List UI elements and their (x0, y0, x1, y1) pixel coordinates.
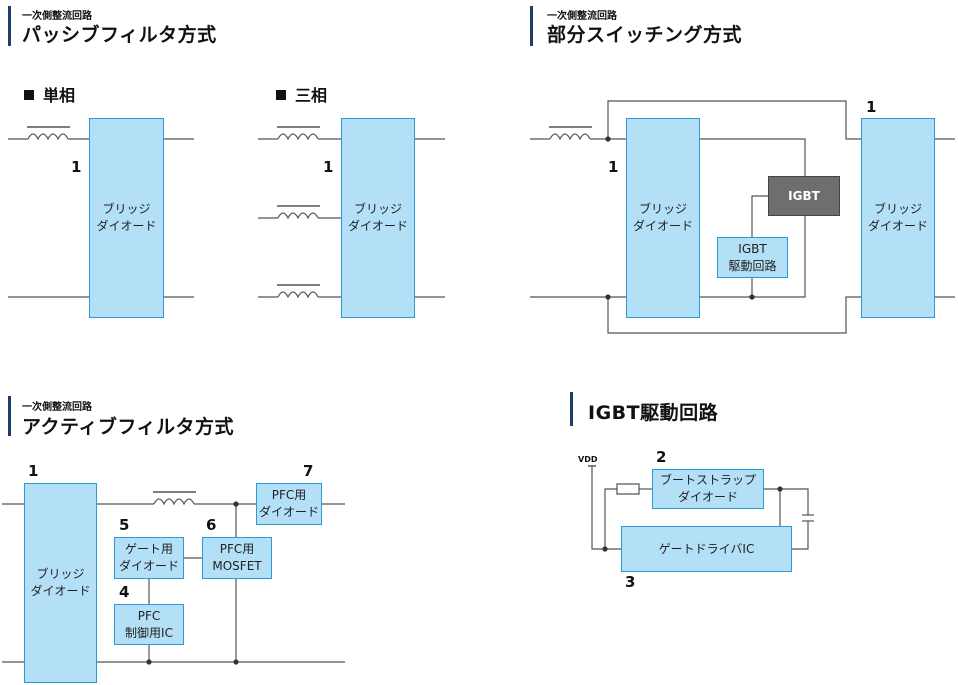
pfc-mosfet-block: PFC用 MOSFET (202, 537, 272, 579)
igbt-block: IGBT (768, 176, 840, 216)
section-title-passive: パッシブフィルタ方式 (22, 24, 217, 46)
section-accent-bar (570, 392, 573, 426)
callout-number-1: 1 (71, 158, 82, 176)
callout-number-1: 1 (28, 462, 39, 480)
pfc-control-ic-block: PFC 制御用IC (114, 604, 184, 645)
callout-number-5: 5 (119, 516, 130, 534)
three-phase-heading: 三相 (276, 82, 327, 106)
section-title-active: アクティブフィルタ方式 (22, 416, 235, 438)
bridge-diode-block: ブリッジ ダイオード (861, 118, 935, 318)
section-subtitle: 一次側整流回路 (22, 402, 92, 413)
callout-number-1: 1 (866, 98, 877, 116)
bridge-diode-block: ブリッジ ダイオード (341, 118, 415, 318)
section-title-igbt: IGBT駆動回路 (588, 402, 719, 424)
callout-number-6: 6 (206, 516, 217, 534)
bridge-diode-block: ブリッジ ダイオード (89, 118, 164, 318)
pfc-diode-block: PFC用 ダイオード (256, 483, 322, 525)
bootstrap-diode-block: ブートストラップ ダイオード (652, 469, 764, 509)
section-accent-bar (8, 396, 11, 436)
callout-number-3: 3 (625, 573, 636, 591)
square-bullet-icon (276, 90, 286, 100)
bridge-diode-block: ブリッジ ダイオード (24, 483, 97, 683)
section-subtitle: 一次側整流回路 (22, 11, 92, 22)
callout-number-1: 1 (323, 158, 334, 176)
section-title-partial: 部分スイッチング方式 (547, 24, 743, 46)
gate-diode-block: ゲート用 ダイオード (114, 537, 184, 579)
callout-number-1: 1 (608, 158, 619, 176)
igbt-drive-block: IGBT 駆動回路 (717, 237, 788, 278)
section-accent-bar (8, 6, 11, 46)
three-phase-label: 三相 (295, 86, 328, 105)
section-accent-bar (530, 6, 533, 46)
single-phase-label: 単相 (43, 86, 76, 105)
gate-driver-ic-block: ゲートドライバIC (621, 526, 792, 572)
vdd-label: VDD (578, 455, 598, 464)
single-phase-heading: 単相 (24, 82, 75, 106)
callout-number-7: 7 (303, 462, 314, 480)
callout-number-2: 2 (656, 448, 667, 466)
callout-number-4: 4 (119, 583, 130, 601)
square-bullet-icon (24, 90, 34, 100)
section-subtitle: 一次側整流回路 (547, 11, 617, 22)
bridge-diode-block: ブリッジ ダイオード (626, 118, 700, 318)
